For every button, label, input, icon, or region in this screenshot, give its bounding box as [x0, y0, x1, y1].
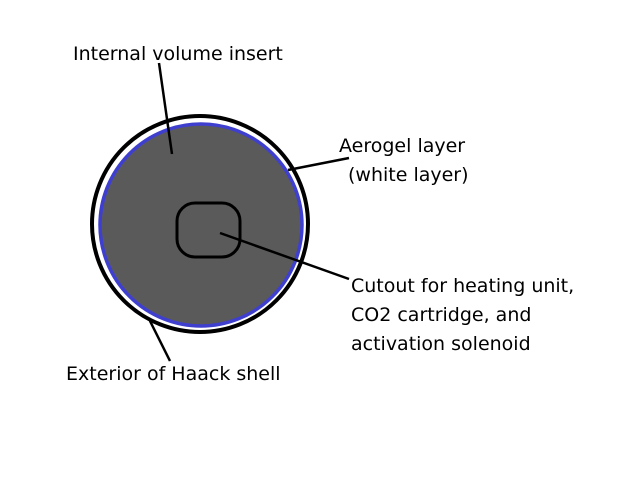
leader-line-aerogel	[287, 156, 350, 172]
label-exterior-shell: Exterior of Haack shell	[66, 360, 281, 389]
leader-line-exterior-shell	[148, 320, 172, 362]
internal-volume-insert-circle	[98, 122, 304, 328]
leader-line-internal-insert	[157, 62, 174, 155]
label-exterior-shell-text: Exterior of Haack shell	[66, 363, 281, 385]
label-cutout-line-2: CO2 cartridge, and	[351, 304, 532, 326]
leader-line-cutout	[219, 231, 350, 281]
cutout-rounded-square	[175, 201, 242, 259]
label-internal-volume-insert: Internal volume insert	[73, 40, 283, 69]
label-cutout-line-1: Cutout for heating unit,	[351, 275, 575, 297]
label-internal-volume-insert-text: Internal volume insert	[73, 43, 283, 65]
label-aerogel-line-1: Aerogel layer	[339, 135, 466, 157]
label-aerogel-line-2: (white layer)	[348, 164, 469, 186]
label-cutout-line-3: activation solenoid	[351, 333, 531, 355]
label-cutout: Cutout for heating unit, CO2 cartridge, …	[351, 272, 574, 359]
label-aerogel-layer: Aerogel layer (white layer)	[339, 132, 469, 190]
